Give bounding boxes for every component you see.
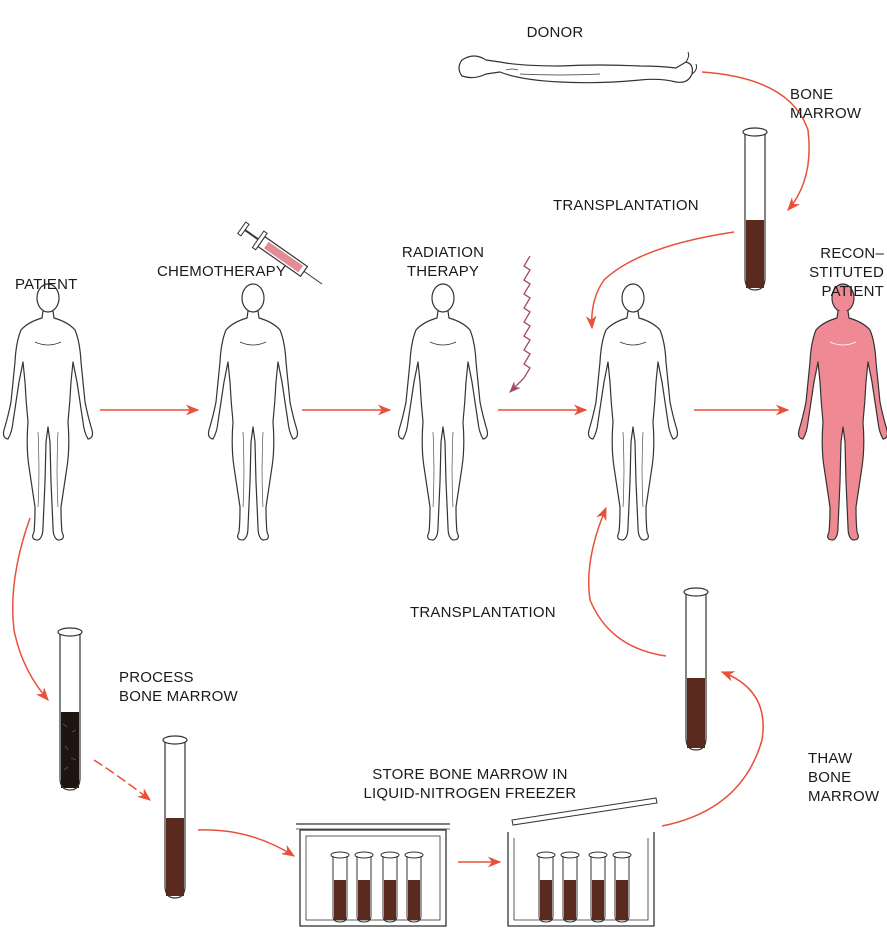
- harvest-marrow-tube: [58, 628, 82, 790]
- reconstituted-line-1: RECON–: [786, 244, 884, 263]
- processed-marrow-tube: [163, 736, 187, 898]
- chemotherapy-label: CHEMOTHERAPY: [157, 262, 286, 281]
- donor-figure: [459, 52, 697, 83]
- patient-label: PATIENT: [15, 275, 78, 294]
- process-bone-marrow-label: PROCESS BONE MARROW: [119, 668, 238, 706]
- arrow-patient-to-harvest-tube: [13, 518, 48, 700]
- radiation-therapy-label: RADIATION THERAPY: [388, 243, 498, 281]
- reconstituted-patient-figure: [799, 284, 887, 540]
- store-bone-marrow-label: STORE BONE MARROW IN LIQUID-NITROGEN FRE…: [340, 765, 600, 803]
- bone-marrow-line-2: MARROW: [790, 104, 861, 123]
- arrow-process-to-freezer: [198, 830, 294, 856]
- thaw-line-2: BONE: [808, 768, 879, 787]
- radiation-therapy-line-2: THERAPY: [388, 262, 498, 281]
- chemotherapy-patient-figure: [209, 284, 298, 540]
- arrow-freezer-to-thaw: [662, 672, 763, 826]
- transplantation-top-label: TRANSPLANTATION: [553, 196, 699, 215]
- bone-marrow-label: BONE MARROW: [790, 85, 861, 123]
- radiation-therapy-line-1: RADIATION: [388, 243, 498, 262]
- donor-marrow-tube: [743, 128, 767, 290]
- reconstituted-line-3: PATIENT: [786, 282, 884, 301]
- thawed-marrow-tube: [684, 588, 708, 750]
- store-line-1: STORE BONE MARROW IN: [340, 765, 600, 784]
- freezer-open: [508, 798, 657, 926]
- bone-marrow-line-1: BONE: [790, 85, 861, 104]
- syringe-icon: [236, 220, 328, 293]
- patient-figure: [4, 284, 93, 540]
- process-line-1: PROCESS: [119, 668, 238, 687]
- freezer-closed: [296, 824, 450, 926]
- donor-label: DONOR: [505, 23, 605, 42]
- transplantation-bottom-label: TRANSPLANTATION: [410, 603, 556, 622]
- store-line-2: LIQUID-NITROGEN FREEZER: [340, 784, 600, 803]
- radiation-patient-figure: [399, 284, 488, 540]
- thaw-line-1: THAW: [808, 749, 879, 768]
- thaw-bone-marrow-label: THAW BONE MARROW: [808, 749, 879, 806]
- arrow-donor-tube-to-patient: [592, 232, 734, 328]
- thaw-line-3: MARROW: [808, 787, 879, 806]
- radiation-wave-icon: [510, 256, 530, 392]
- reconstituted-patient-label: RECON– STITUTED PATIENT: [786, 244, 884, 301]
- process-line-2: BONE MARROW: [119, 687, 238, 706]
- reconstituted-line-2: STITUTED: [786, 263, 884, 282]
- arrow-harvest-to-process: [94, 760, 150, 800]
- transplant-patient-figure: [589, 284, 678, 540]
